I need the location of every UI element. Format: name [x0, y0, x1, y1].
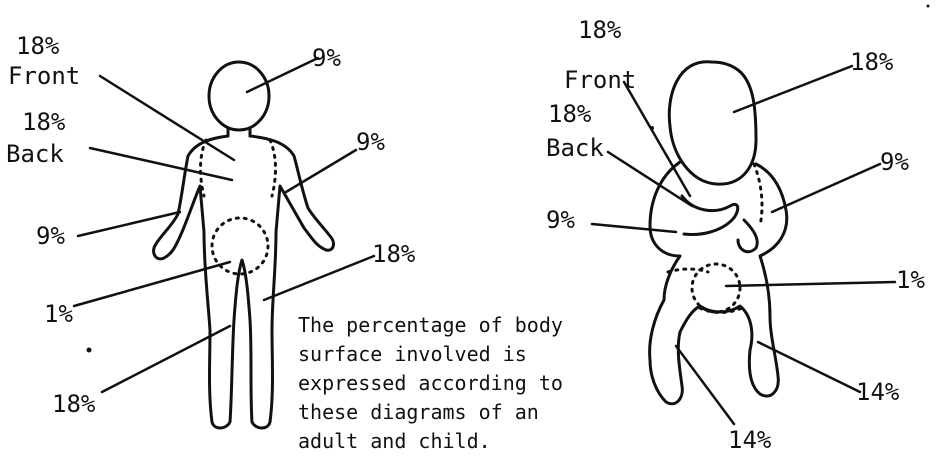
child-trunk-back-pct: 18%: [548, 102, 591, 126]
scan-speck: [650, 126, 654, 130]
child-trunk-top-pct: 18%: [578, 18, 621, 42]
child-right-arm: [738, 220, 757, 252]
scan-speck: [927, 5, 930, 8]
child-trunk-front-label: Front: [564, 68, 636, 92]
caption-line-2: surface involved is: [298, 340, 648, 369]
child-leg-right-label: 14%: [856, 380, 899, 404]
adult-trunk-back-label: Back: [6, 142, 64, 166]
adult-trunk-front-pct: 18%: [16, 34, 59, 58]
adult-arm-left-label: 9%: [36, 224, 65, 248]
adult-head-label: 9%: [312, 46, 341, 70]
adult-arm-right-label: 9%: [356, 130, 385, 154]
child-trunk-back-label: Back: [546, 136, 604, 160]
caption-line-5: adult and child.: [298, 427, 648, 456]
child-body-outline: [650, 162, 787, 404]
caption-line-4: these diagrams of an: [298, 398, 648, 427]
adult-leg-right-label: 18%: [372, 242, 415, 266]
child-groin-label: 1%: [896, 268, 925, 292]
caption: The percentage of body surface involved …: [298, 311, 648, 456]
adult-groin-label: 1%: [44, 302, 73, 326]
adult-shoulder-seam-left: [201, 140, 207, 196]
adult-trunk-back-pct: 18%: [22, 110, 65, 134]
child-left-arm: [682, 196, 738, 234]
adult-trunk-front-label: Front: [8, 64, 80, 88]
child-shoulder-seam: [754, 164, 762, 226]
caption-line-3: expressed according to: [298, 369, 648, 398]
scan-speck: [87, 348, 92, 353]
adult-leg-left-label: 18%: [52, 392, 95, 416]
caption-line-1: The percentage of body: [298, 311, 648, 340]
child-leg-left-label: 14%: [728, 428, 771, 452]
child-arm-left-label: 9%: [546, 208, 575, 232]
adult-head: [209, 62, 269, 130]
child-head: [669, 62, 756, 184]
child-figure: [650, 62, 787, 404]
adult-shoulder-seam-right: [270, 140, 276, 196]
child-head-label: 18%: [850, 50, 893, 74]
child-arm-right-label: 9%: [880, 150, 909, 174]
